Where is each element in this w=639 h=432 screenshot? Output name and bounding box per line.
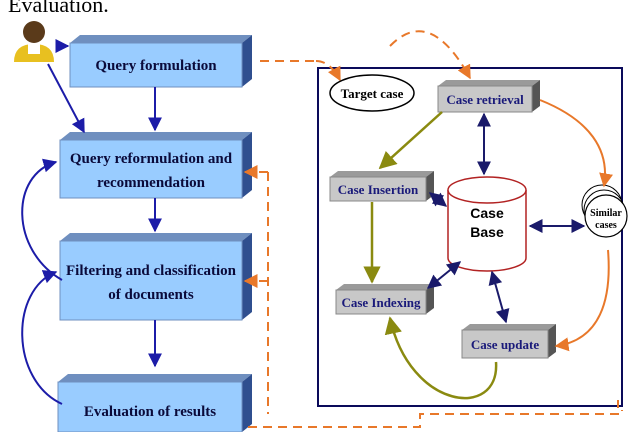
query-reformulation-label-1: Query reformulation and bbox=[70, 151, 233, 167]
user-icon bbox=[14, 21, 54, 62]
similar-cases-label-2: cases bbox=[595, 220, 617, 231]
case-base-links bbox=[426, 112, 586, 324]
case-base-label-2: Base bbox=[470, 224, 504, 240]
similar-cases-stack: Similar cases bbox=[581, 184, 628, 238]
case-update-label: Case update bbox=[471, 337, 539, 352]
reuse-arrows bbox=[539, 99, 613, 352]
case-retrieval-box: Case retrieval bbox=[437, 80, 540, 113]
feedback-arrows bbox=[243, 30, 623, 428]
evaluation-box: Evaluation of results bbox=[57, 374, 252, 432]
query-formulation-label: Query formulation bbox=[95, 58, 217, 74]
header-fragment: Evaluation. bbox=[8, 0, 109, 17]
case-update-box: Case update bbox=[461, 324, 556, 359]
case-learning-arrows bbox=[363, 111, 498, 400]
evaluation-label: Evaluation of results bbox=[84, 404, 216, 420]
case-base-cylinder: Case Base bbox=[447, 176, 527, 272]
filtering-label-2: of documents bbox=[108, 287, 194, 303]
case-insertion-box: Case Insertion bbox=[329, 171, 434, 202]
similar-cases-label-1: Similar bbox=[590, 208, 622, 219]
case-indexing-box: Case Indexing bbox=[335, 284, 434, 315]
target-case: Target case bbox=[329, 74, 415, 112]
case-insertion-label: Case Insertion bbox=[338, 182, 419, 197]
target-case-label: Target case bbox=[341, 86, 404, 101]
case-base-label-1: Case bbox=[470, 205, 504, 221]
case-retrieval-label: Case retrieval bbox=[446, 92, 524, 107]
query-reformulation-box: Query reformulation and recommendation bbox=[59, 132, 252, 199]
query-reformulation-label-2: recommendation bbox=[97, 175, 206, 191]
filtering-label-1: Filtering and classification bbox=[66, 263, 237, 279]
process-flow-arrows bbox=[21, 39, 162, 405]
case-indexing-label: Case Indexing bbox=[341, 295, 421, 310]
query-formulation-box: Query formulation bbox=[69, 35, 252, 88]
filtering-box: Filtering and classification of document… bbox=[59, 233, 252, 321]
